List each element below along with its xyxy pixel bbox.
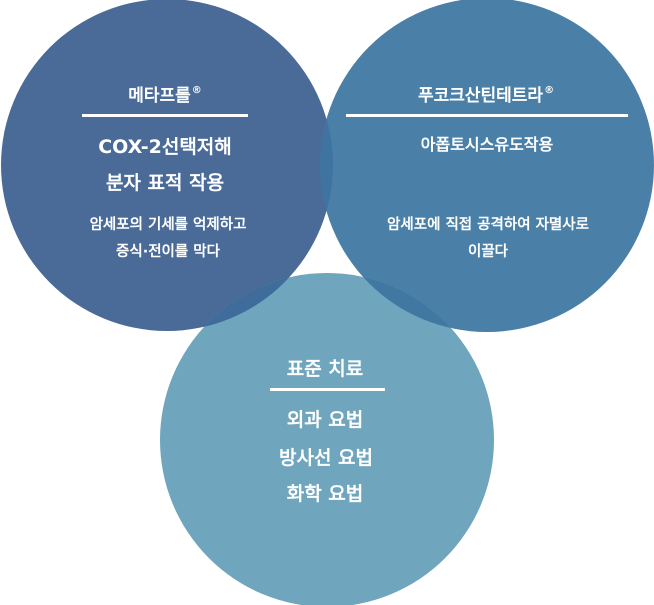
circle-fucoxanthin-tetra (320, 0, 654, 332)
fucoxanthin-mechanism: 아폽토시스유도작용 (420, 135, 554, 154)
fucoxanthin-name: 푸코크산틴테트라 (417, 86, 544, 106)
circle-standard-treatment (160, 273, 494, 605)
metaprol-divider (82, 114, 248, 117)
registered-mark: ® (544, 85, 555, 96)
metaprol-mechanism-2: 분자 표적 작용 (105, 172, 225, 194)
fucoxanthin-divider (346, 114, 628, 117)
metaprol-title: 메타프롤® (128, 85, 202, 106)
standard-treatment-title: 표준 치료 (286, 358, 364, 380)
metaprol-name: 메타프롤 (128, 86, 191, 106)
standard-item-chemo: 화학 요법 (286, 483, 364, 505)
metaprol-mechanism-1: COX-2선택저해 (98, 136, 232, 158)
fucoxanthin-effect-2: 이끌다 (467, 244, 509, 260)
metaprol-effect-2: 증식·전이를 막다 (116, 244, 220, 260)
fucoxanthin-effect-1: 암세포에 직접 공격하여 자멸사로 (387, 217, 589, 233)
metaprol-effect-1: 암세포의 기세를 억제하고 (89, 217, 247, 233)
standard-item-radiation: 방사선 요법 (278, 447, 374, 469)
fucoxanthin-title: 푸코크산틴테트라® (417, 85, 555, 106)
registered-mark: ® (191, 85, 202, 96)
circle-metaprol (1, 0, 333, 331)
standard-treatment-divider (270, 388, 385, 391)
standard-item-surgery: 외과 요법 (286, 409, 364, 431)
